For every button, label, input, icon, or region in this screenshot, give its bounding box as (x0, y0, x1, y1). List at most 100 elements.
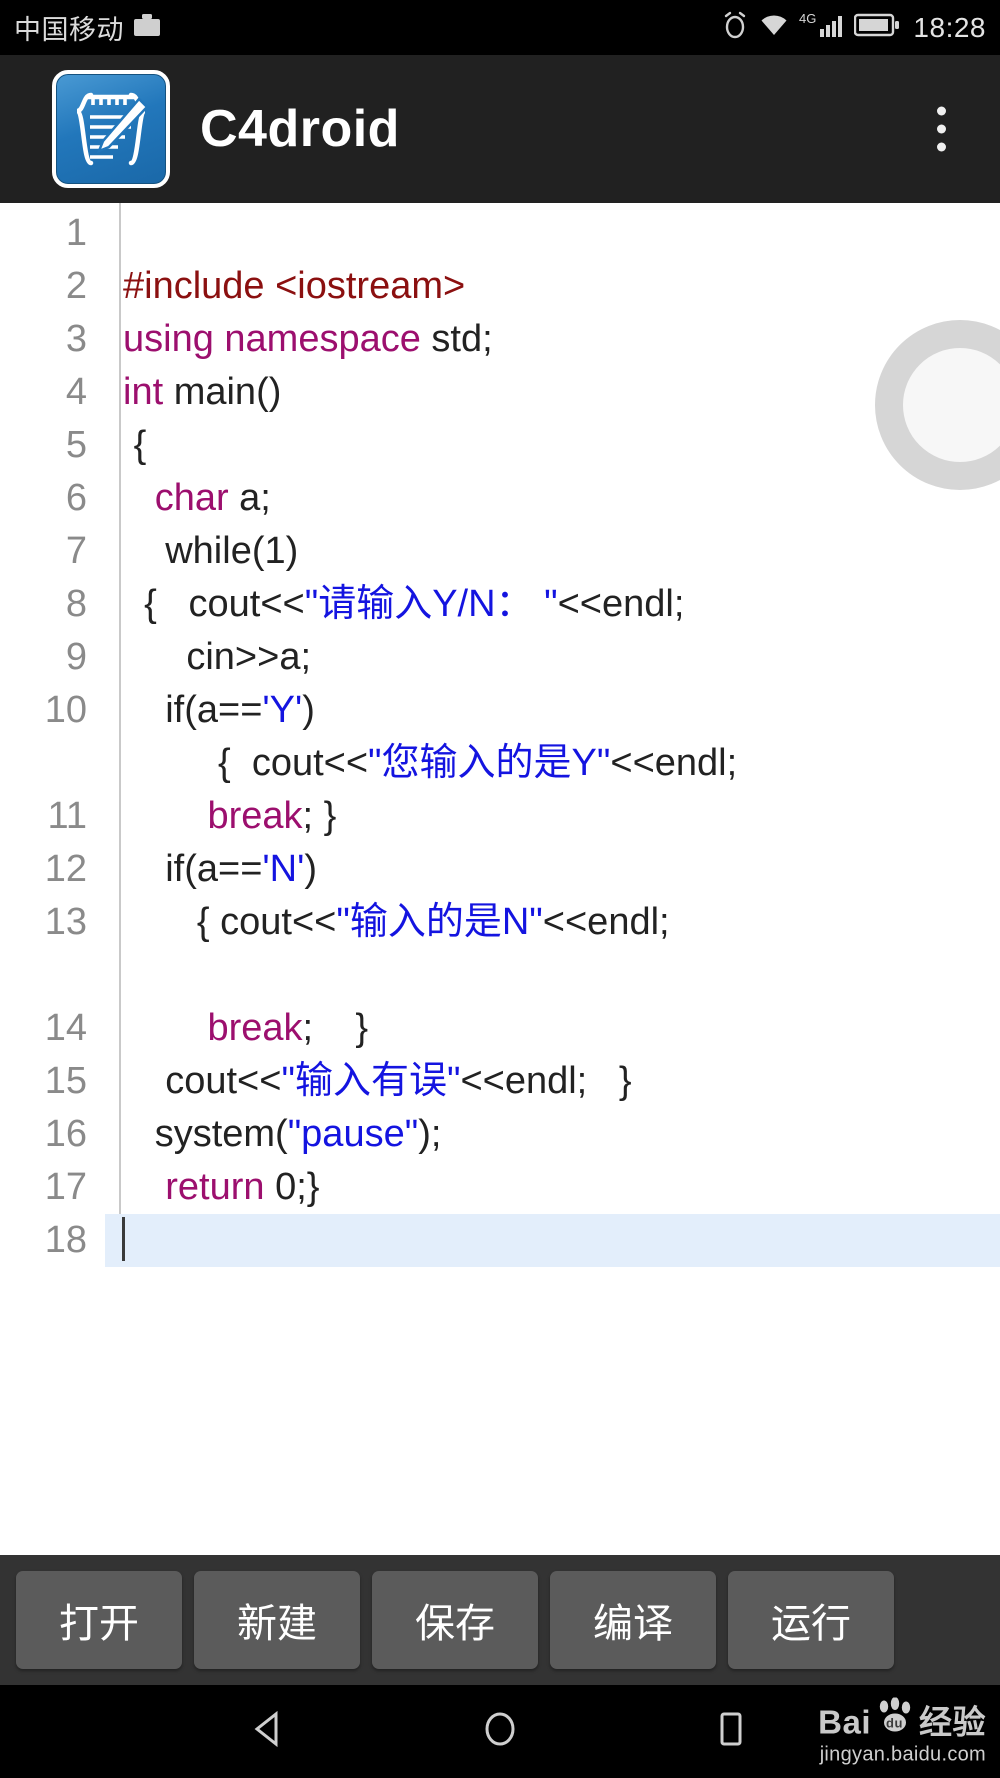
overflow-dot-2 (937, 124, 946, 134)
line-number: 15 (44, 1060, 87, 1102)
code-token-plain: ); (418, 1113, 442, 1155)
briefcase-icon (133, 12, 161, 43)
line-number: 9 (65, 636, 87, 678)
code-line-text[interactable]: cin>>a; (105, 631, 1000, 684)
code-token-str: "pause" (287, 1113, 419, 1155)
code-token-plain: a; (228, 477, 271, 519)
line-number: 13 (44, 901, 87, 943)
status-bar-left: 中国移动 (14, 8, 161, 47)
code-line[interactable]: 8 { cout<<"请输入Y/N： "<<endl; (0, 578, 1000, 631)
code-token-plain (123, 795, 207, 837)
app-bar: C4droid (0, 55, 1000, 203)
code-token-plain: ) { cout<< (218, 689, 369, 784)
code-line[interactable]: 16 system("pause"); (0, 1108, 1000, 1161)
code-line[interactable]: 18 (0, 1214, 1000, 1267)
code-line-text[interactable]: #include <iostream> (105, 260, 1000, 313)
code-token-pre: #include <iostream> (123, 265, 466, 307)
code-token-plain: while(1) (123, 530, 299, 572)
alarm-icon (721, 10, 749, 45)
code-token-plain: if(a== (123, 689, 263, 731)
code-token-kw: int (123, 371, 174, 413)
code-token-str: "请输入Y/N： " (304, 583, 558, 625)
recents-button[interactable] (708, 1706, 754, 1757)
compile-button[interactable]: 编译 (550, 1571, 716, 1669)
watermark-url: jingyan.baidu.com (819, 1743, 986, 1765)
code-line-text[interactable]: system("pause"); (105, 1108, 1000, 1161)
code-line[interactable]: 11 break; } (0, 790, 1000, 843)
code-line[interactable]: 1 (0, 207, 1000, 260)
code-line-text[interactable]: while(1) (105, 525, 1000, 578)
code-line-text[interactable] (105, 207, 1000, 260)
code-token-kw: using namespace (123, 318, 432, 360)
baidu-paw-icon: du (873, 1696, 917, 1738)
code-line-text[interactable]: { cout<<"输入的是N"<<endl; (105, 896, 1000, 1002)
wifi-icon (758, 11, 790, 44)
code-line[interactable]: 17 return 0;} (0, 1161, 1000, 1214)
navigation-bar: Bai du 经验 jingyan.baidu.com (0, 1685, 1000, 1778)
code-line[interactable]: 5 { (0, 419, 1000, 472)
save-button[interactable]: 保存 (372, 1571, 538, 1669)
code-token-plain: <<endl; (557, 583, 685, 625)
code-token-plain: 0;} (264, 1166, 320, 1208)
code-token-plain: { (123, 424, 147, 466)
new-button[interactable]: 新建 (194, 1571, 360, 1669)
code-line[interactable]: 14 break; } (0, 1002, 1000, 1055)
code-line[interactable]: 7 while(1) (0, 525, 1000, 578)
nav-buttons (246, 1706, 754, 1757)
code-line[interactable]: 6 char a; (0, 472, 1000, 525)
battery-icon (854, 11, 900, 44)
code-line-text[interactable]: { (105, 419, 1000, 472)
code-token-plain: if(a== (123, 848, 263, 890)
code-token-plain: std; (431, 318, 493, 360)
code-line-text[interactable]: cout<<"输入有误"<<endl; } (105, 1055, 1000, 1108)
line-number: 10 (44, 689, 87, 731)
code-token-plain: { cout<< (123, 901, 337, 943)
code-token-plain: ; } (302, 795, 337, 837)
code-token-plain: cout<< (123, 1060, 282, 1102)
action-toolbar: 打开新建保存编译运行 (0, 1555, 1000, 1685)
line-number: 16 (44, 1113, 87, 1155)
back-button[interactable] (246, 1706, 292, 1757)
code-token-str: "输入的是N" (336, 901, 543, 943)
code-line-text[interactable]: int main() (105, 366, 1000, 419)
svg-text:4G: 4G (799, 11, 816, 26)
status-bar-right: 4G 18:28 (721, 10, 986, 45)
baidu-jingyan-watermark: Bai du 经验 jingyan.baidu.com (818, 1696, 986, 1766)
code-token-plain: system( (123, 1113, 288, 1155)
code-line-text[interactable]: { cout<<"请输入Y/N： "<<endl; (105, 578, 1000, 631)
code-line-text[interactable]: if(a=='Y') { cout<<"您输入的是Y"<<endl; (105, 684, 1000, 790)
home-button[interactable] (477, 1706, 523, 1757)
code-line-text[interactable]: return 0;} (105, 1161, 1000, 1214)
code-line-text[interactable]: break; } (105, 1002, 1000, 1055)
code-line-text[interactable]: using namespace std; (105, 313, 1000, 366)
open-button[interactable]: 打开 (16, 1571, 182, 1669)
status-bar: 中国移动 4G (0, 0, 1000, 55)
line-number: 8 (65, 583, 87, 625)
code-token-plain: <<endl; (542, 901, 670, 943)
code-line[interactable]: 12 if(a=='N') (0, 843, 1000, 896)
line-number: 5 (65, 424, 87, 466)
code-line-text[interactable]: char a; (105, 472, 1000, 525)
code-line[interactable]: 15 cout<<"输入有误"<<endl; } (0, 1055, 1000, 1108)
code-line[interactable]: 10 if(a=='Y') { cout<<"您输入的是Y"<<endl; (0, 684, 1000, 790)
code-token-plain: ) (304, 848, 318, 890)
code-token-plain: cin>>a; (123, 636, 312, 678)
code-line[interactable]: 13 { cout<<"输入的是N"<<endl; (0, 896, 1000, 1002)
code-token-str: "输入有误" (281, 1060, 461, 1102)
code-line-text[interactable]: break; } (105, 790, 1000, 843)
code-line-text[interactable]: if(a=='N') (105, 843, 1000, 896)
code-token-plain: <<endl; (610, 742, 738, 784)
code-line-text[interactable] (105, 1214, 1000, 1267)
run-button[interactable]: 运行 (728, 1571, 894, 1669)
code-token-plain (123, 1007, 207, 1049)
code-line[interactable]: 2#include <iostream> (0, 260, 1000, 313)
watermark-title-row: Bai du 经验 (818, 1696, 986, 1738)
line-number: 14 (44, 1007, 87, 1049)
code-line[interactable]: 9 cin>>a; (0, 631, 1000, 684)
overflow-menu-icon[interactable] (927, 97, 956, 162)
